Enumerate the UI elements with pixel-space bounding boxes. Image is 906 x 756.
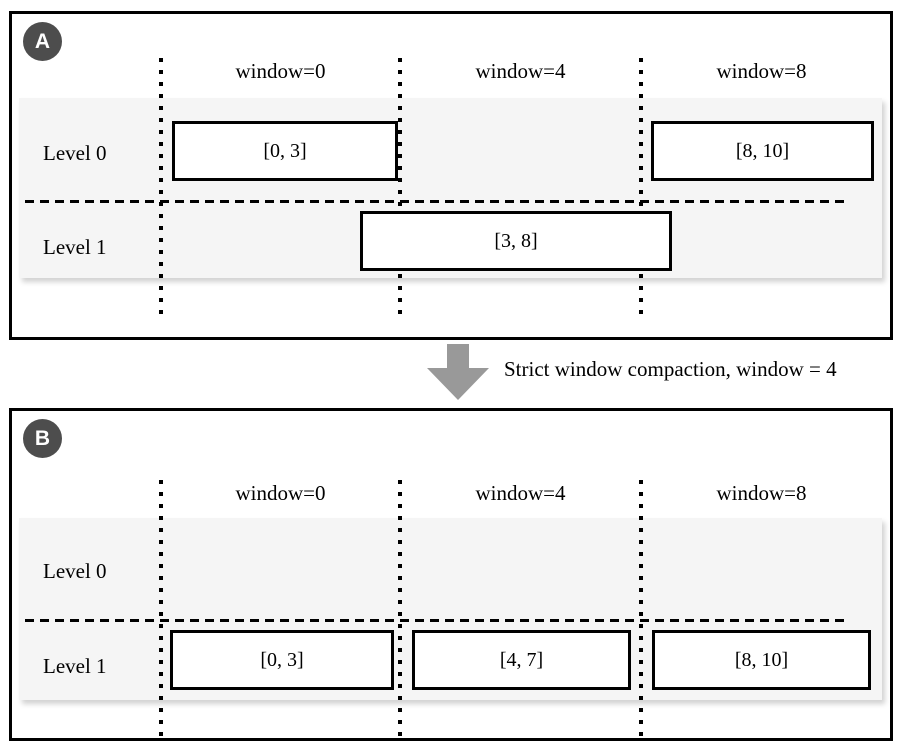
interval-box: [8, 10]: [652, 630, 871, 690]
panel-b: B window=0 window=4 window=8 Level 0 Lev…: [9, 408, 893, 741]
interval-box: [8, 10]: [651, 121, 874, 181]
dotted-column-line: [639, 58, 643, 318]
interval-box: [4, 7]: [412, 630, 631, 690]
dashed-level-divider: [25, 200, 850, 203]
level-1-label: Level 1: [43, 235, 107, 259]
level-0-label: Level 0: [43, 559, 107, 583]
column-header-window-4: window=4: [475, 481, 566, 505]
column-header-window-0: window=0: [235, 481, 326, 505]
panel-a: A window=0 window=4 window=8 Level 0 Lev…: [9, 11, 893, 340]
dotted-column-line: [398, 58, 402, 318]
column-header-window-0: window=0: [235, 59, 326, 83]
column-header-window-8: window=8: [716, 59, 807, 83]
level-1-label: Level 1: [43, 654, 107, 678]
dotted-column-line: [398, 480, 402, 738]
dotted-column-line: [159, 480, 163, 738]
panel-a-badge: A: [23, 22, 62, 61]
down-arrow-icon: [427, 368, 489, 400]
level-0-label: Level 0: [43, 141, 107, 165]
interval-box: [0, 3]: [172, 121, 398, 181]
column-header-window-8: window=8: [716, 481, 807, 505]
down-arrow-icon: [447, 344, 469, 369]
dashed-level-divider: [25, 619, 850, 622]
arrow-caption: Strict window compaction, window = 4: [504, 357, 837, 381]
dotted-column-line: [639, 480, 643, 738]
panel-b-badge: B: [23, 419, 62, 458]
column-header-window-4: window=4: [475, 59, 566, 83]
interval-box: [3, 8]: [360, 211, 672, 271]
interval-box: [0, 3]: [170, 630, 394, 690]
dotted-column-line: [159, 58, 163, 318]
